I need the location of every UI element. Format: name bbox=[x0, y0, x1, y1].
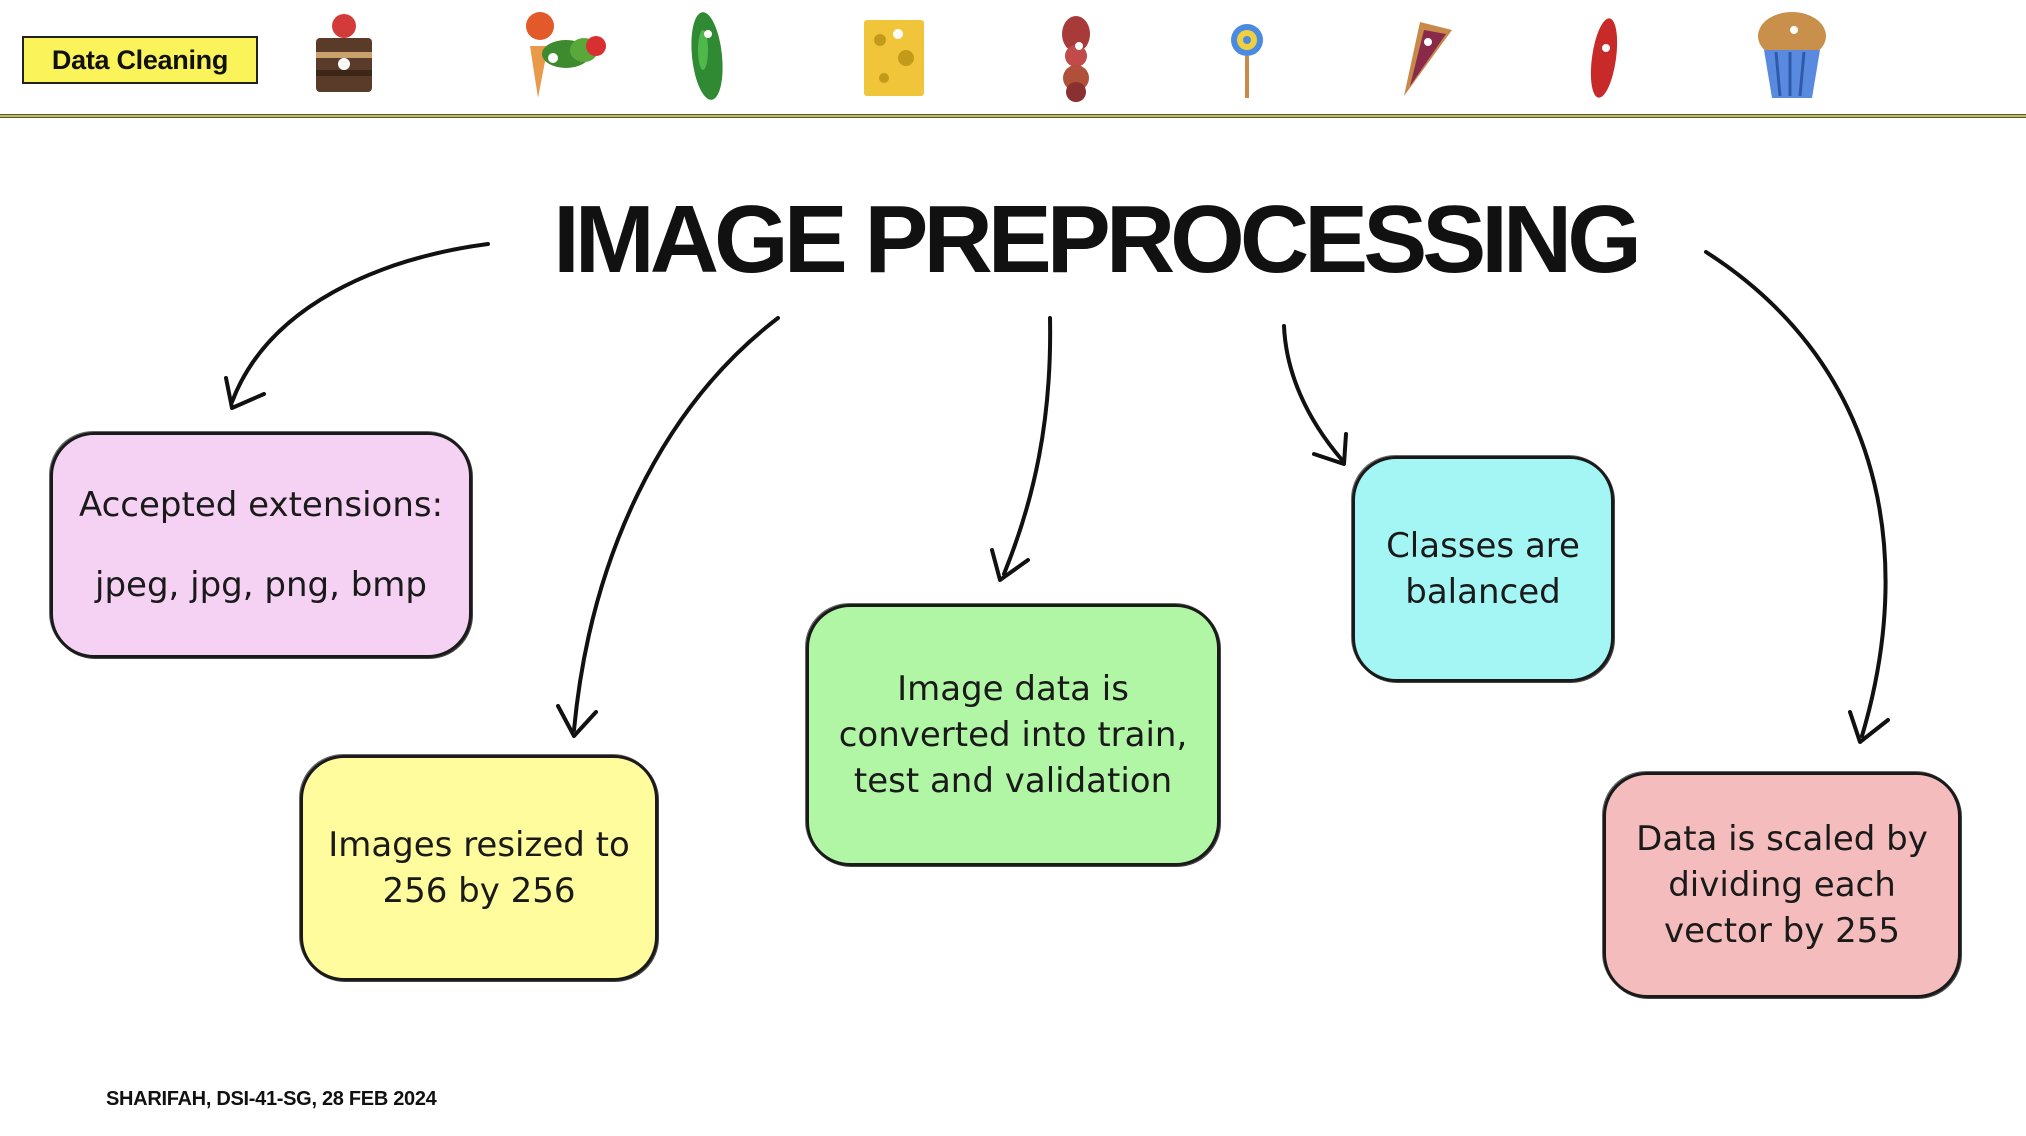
arrow-to-extensions bbox=[224, 242, 490, 410]
resize-line-1: Images resized to bbox=[328, 825, 630, 865]
balance-box: Classes are balanced bbox=[1352, 456, 1614, 682]
cupcake-icon bbox=[1758, 12, 1826, 98]
section-label: Data Cleaning bbox=[22, 36, 258, 84]
extensions-list: jpeg, jpg, png, bmp bbox=[95, 565, 427, 605]
balance-line-2: balanced bbox=[1405, 572, 1561, 612]
scale-line-2: dividing each bbox=[1668, 865, 1896, 905]
arrow-to-resize bbox=[556, 316, 780, 738]
lollipop-icon bbox=[1231, 24, 1263, 98]
scale-line-3: vector by 255 bbox=[1663, 911, 1901, 951]
header-rule bbox=[0, 114, 2026, 118]
pie-icon bbox=[1404, 22, 1452, 96]
pickle-icon bbox=[691, 12, 723, 100]
sausage-icon bbox=[1590, 18, 1618, 98]
arrow-to-scale bbox=[1704, 250, 1890, 744]
extensions-box: Accepted extensions: jpeg, jpg, png, bmp bbox=[50, 432, 472, 658]
caterpillar-icon bbox=[526, 12, 606, 98]
split-line-3: test and validation bbox=[853, 761, 1173, 801]
arrow-to-balance bbox=[1282, 324, 1348, 466]
split-line-1: Image data is bbox=[897, 669, 1129, 709]
balance-line-1: Classes are bbox=[1386, 526, 1580, 566]
food-strip bbox=[316, 12, 1826, 102]
footer-credit: SHARIFAH, DSI-41-SG, 28 FEB 2024 bbox=[106, 1088, 437, 1110]
split-box: Image data is converted into train, test… bbox=[806, 604, 1220, 866]
resize-line-2: 256 by 256 bbox=[382, 871, 576, 911]
arrow-to-split bbox=[990, 316, 1053, 582]
split-line-2: converted into train, bbox=[838, 715, 1188, 755]
salami-icon bbox=[1062, 16, 1090, 102]
cheese-icon bbox=[864, 20, 924, 96]
slide-title: IMAGE PREPROCESSING bbox=[553, 186, 1642, 293]
resize-box: Images resized to 256 by 256 bbox=[300, 755, 658, 981]
scale-line-1: Data is scaled by bbox=[1636, 819, 1928, 859]
cake-icon bbox=[316, 14, 372, 92]
scale-box: Data is scaled by dividing each vector b… bbox=[1603, 772, 1961, 998]
extensions-heading: Accepted extensions: bbox=[78, 485, 444, 525]
